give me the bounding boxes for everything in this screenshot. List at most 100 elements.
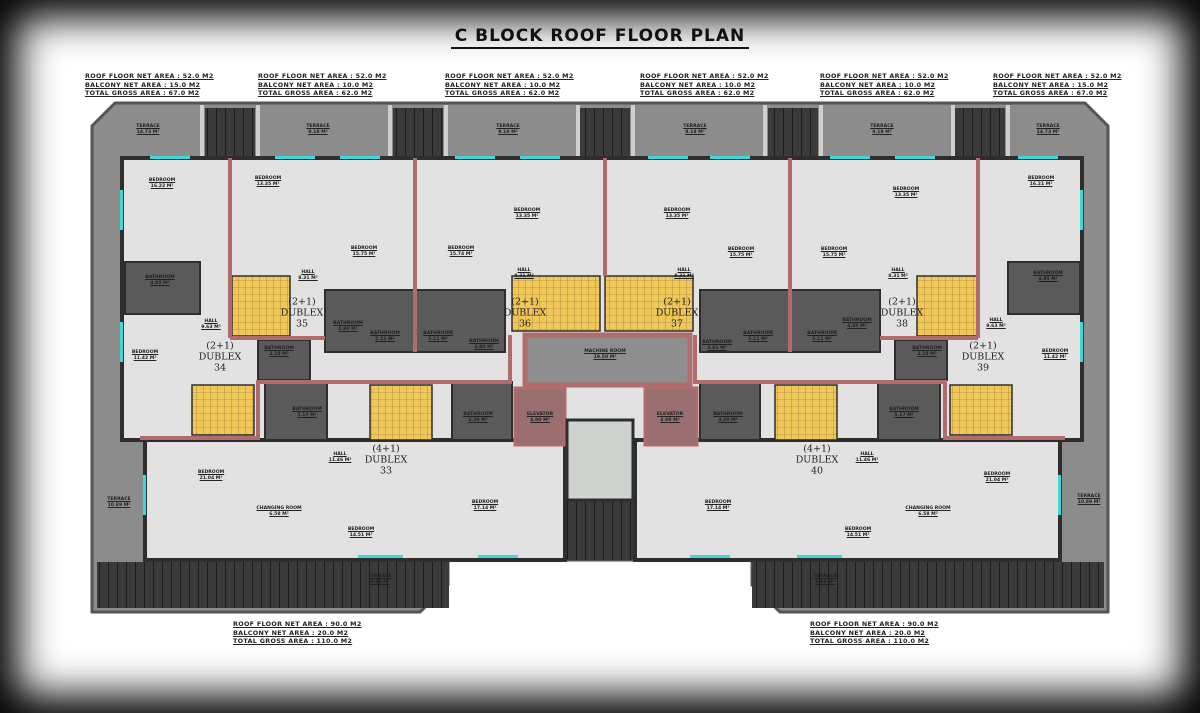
room-area: 8.68 M²	[370, 580, 390, 585]
net-area-line: ROOF FLOOR NET AREA : 52.0 M2	[445, 72, 574, 80]
room-name: TERRACE	[683, 124, 707, 129]
room-name: ELEVATOR	[656, 412, 684, 417]
unit-label: DUBLEX	[503, 307, 547, 319]
room-area: 11.42 M²	[1043, 355, 1067, 360]
gross-area-line: TOTAL GROSS AREA : 62.0 M2	[445, 89, 560, 98]
windows	[120, 156, 1083, 558]
room-name: BEDROOM	[727, 247, 755, 252]
room-name: BEDROOM	[347, 527, 375, 532]
room-name: HALL	[204, 319, 218, 324]
room-area: 9.18 M²	[872, 130, 892, 135]
unit-label: DUBLEX	[795, 454, 839, 466]
room-area: 2.18 M²	[269, 352, 289, 357]
room-area: 4.20 M²	[718, 418, 738, 423]
room-name: BATHROOM	[889, 407, 919, 412]
room-name: TERRACE	[306, 124, 330, 129]
room-name: TERRACE	[136, 124, 160, 129]
room-area: 5.11 M²	[812, 337, 832, 342]
room-name: TERRACE	[1077, 494, 1101, 499]
room-area: 17.14 M²	[473, 506, 497, 511]
room-name: BATHROOM	[713, 412, 743, 417]
gross-area-line: TOTAL GROSS AREA : 67.0 M2	[993, 89, 1108, 98]
unit-type: (2+1)	[969, 340, 997, 352]
room-area: 10.89 M²	[107, 503, 131, 508]
room-area: 21.04 M²	[985, 478, 1009, 483]
room-area: 4.00 M²	[660, 418, 680, 423]
room-name: HALL	[333, 452, 347, 457]
unit-label: DUBLEX	[198, 351, 242, 363]
room-area: 11.46 M²	[855, 458, 879, 463]
room-name: HALL	[677, 268, 691, 273]
balcony-area-line: BALCONY NET AREA : 15.0 M2	[993, 80, 1109, 89]
room-area: 9.18 M²	[498, 130, 518, 135]
room-area: 13.35 M²	[515, 214, 539, 219]
unit-number: 38	[895, 318, 909, 330]
room-name: BATHROOM	[292, 407, 322, 412]
room-area: 15.75 M²	[729, 253, 753, 258]
plan-title: C BLOCK ROOF FLOOR PLAN	[0, 26, 1200, 49]
room-area: 14.51 M²	[349, 533, 373, 538]
unit-label: DUBLEX	[280, 307, 324, 319]
room-area: 13.35 M²	[665, 214, 689, 219]
room-name: BEDROOM	[820, 247, 848, 252]
room-area: 4.81 M²	[707, 346, 727, 351]
gross-area-line: TOTAL GROSS AREA : 110.0 M2	[810, 637, 930, 646]
room-area: 8.31 M²	[888, 274, 908, 279]
net-area-line: ROOF FLOOR NET AREA : 52.0 M2	[993, 72, 1122, 80]
room-area: 5.11 M²	[428, 337, 448, 342]
balcony-area-line: BALCONY NET AREA : 10.0 M2	[820, 80, 936, 89]
net-area-line: ROOF FLOOR NET AREA : 52.0 M2	[85, 72, 214, 80]
unit-number: 36	[518, 318, 532, 330]
room-name: BEDROOM	[131, 350, 159, 355]
balcony-area-line: BALCONY NET AREA : 10.0 M2	[640, 80, 756, 89]
balcony-area-line: BALCONY NET AREA : 20.0 M2	[810, 628, 926, 637]
room-area: 15.75 M²	[822, 253, 846, 258]
room-name: BEDROOM	[254, 176, 282, 181]
net-area-line: ROOF FLOOR NET AREA : 52.0 M2	[820, 72, 949, 80]
unit-type: (4+1)	[803, 443, 831, 455]
room-area: 2.18 M²	[917, 352, 937, 357]
room-area: 4.20 M²	[468, 418, 488, 423]
central-stairwell	[565, 418, 635, 502]
room-name: TERRACE	[870, 124, 894, 129]
room-area: 6.58 M²	[269, 512, 289, 517]
room-area: 15.75 M²	[352, 252, 376, 257]
unit-label: DUBLEX	[655, 307, 699, 319]
room-area: 19.50 M²	[593, 355, 617, 360]
unit-label: DUBLEX	[961, 351, 1005, 363]
room-area: 11.46 M²	[328, 458, 352, 463]
room-name: BATHROOM	[842, 318, 872, 323]
room-area: 10.89 M²	[1077, 500, 1101, 505]
net-area-line: ROOF FLOOR NET AREA : 52.0 M2	[640, 72, 769, 80]
room-name: BEDROOM	[350, 246, 378, 251]
room-area: 9.63 M²	[201, 325, 221, 330]
